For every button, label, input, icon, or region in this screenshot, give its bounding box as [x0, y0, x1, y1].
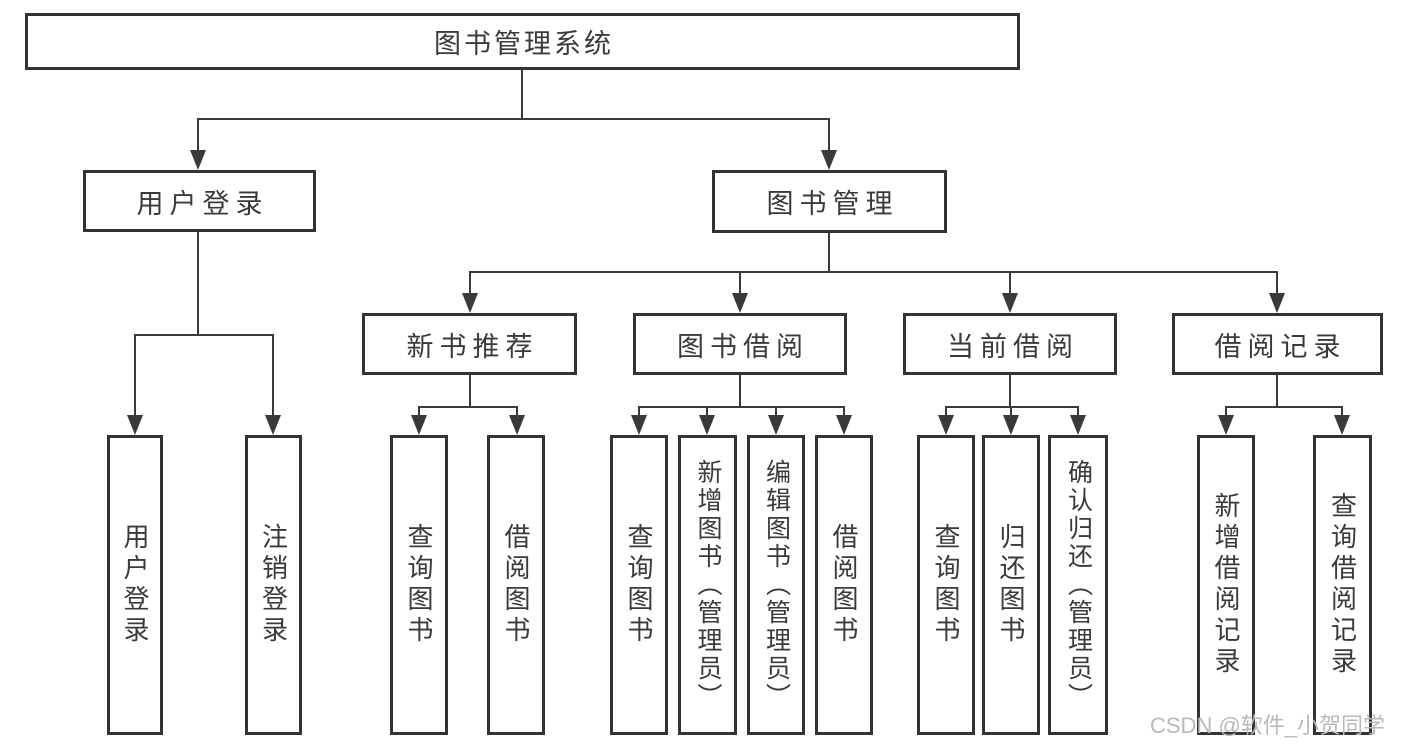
leaf-query-books-new: 查询图书 — [390, 435, 448, 735]
connector-line — [1341, 406, 1343, 417]
connector-line — [638, 406, 640, 417]
leaf-query-books-new-label: 查询图书 — [404, 523, 434, 647]
node-new-book-recommend-label: 新书推荐 — [406, 331, 539, 362]
arrow-down-icon — [1002, 293, 1018, 313]
leaf-query-books-current-label: 查询图书 — [931, 523, 961, 647]
connector-line — [706, 406, 708, 417]
connector-line — [134, 334, 274, 336]
connector-line — [1009, 271, 1011, 295]
leaf-edit-books-admin-label: 编辑图书（管理员） — [762, 459, 791, 711]
node-new-book-recommend: 新书推荐 — [362, 313, 577, 375]
connector-line — [469, 375, 471, 408]
connector-line — [197, 232, 199, 336]
arrow-down-icon — [1070, 415, 1086, 435]
connector-line — [739, 271, 741, 295]
connector-line — [418, 406, 518, 408]
connector-line — [516, 406, 518, 417]
arrow-down-icon — [732, 293, 748, 313]
leaf-confirm-return-admin-label: 确认归还（管理员） — [1064, 459, 1093, 711]
arrow-down-icon — [1269, 293, 1285, 313]
node-borrow-records: 借阅记录 — [1172, 313, 1383, 375]
node-current-borrow-label: 当前借阅 — [947, 331, 1079, 362]
node-book-borrow: 图书借阅 — [633, 313, 847, 375]
leaf-user-login-label: 用户登录 — [120, 523, 150, 647]
connector-line — [418, 406, 420, 417]
arrow-down-icon — [265, 415, 281, 435]
arrow-down-icon — [462, 293, 478, 313]
connector-line — [945, 406, 947, 417]
connector-line — [134, 334, 136, 417]
leaf-confirm-return-admin: 确认归还（管理员） — [1048, 435, 1108, 735]
node-book-borrow-label: 图书借阅 — [677, 331, 809, 362]
connector-line — [828, 233, 830, 273]
leaf-add-books-admin-label: 新增图书（管理员） — [694, 459, 722, 711]
leaf-borrow-books-new: 借阅图书 — [487, 435, 545, 735]
connector-line — [945, 406, 1079, 408]
leaf-query-books-borrow-label: 查询图书 — [624, 523, 654, 647]
node-book-management-label: 图书管理 — [766, 189, 899, 219]
connector-line — [828, 118, 830, 153]
connector-line — [469, 271, 1278, 273]
arrow-down-icon — [411, 415, 427, 435]
leaf-return-books: 归还图书 — [982, 435, 1040, 735]
arrow-down-icon — [1003, 415, 1019, 435]
connector-line — [1225, 406, 1227, 417]
leaf-user-login: 用户登录 — [107, 435, 163, 735]
leaf-query-borrow-record: 查询借阅记录 — [1313, 435, 1372, 735]
connector-line — [197, 118, 830, 120]
connector-line — [843, 406, 845, 417]
leaf-logout-label: 注销登录 — [258, 523, 289, 647]
arrow-down-icon — [509, 415, 525, 435]
connector-line — [469, 271, 471, 295]
connector-line — [1077, 406, 1079, 417]
leaf-borrow-books-label: 借阅图书 — [829, 523, 859, 647]
node-user-login-label: 用户登录 — [136, 188, 269, 219]
connector-line — [775, 406, 777, 417]
csdn-watermark: CSDN @软件_小贺同学 — [1150, 713, 1386, 738]
arrow-down-icon — [127, 415, 143, 435]
connector-line — [521, 69, 523, 119]
arrow-down-icon — [190, 150, 206, 170]
node-root-label: 图书管理系统 — [434, 29, 614, 59]
node-borrow-records-label: 借阅记录 — [1214, 331, 1347, 362]
leaf-query-books-current: 查询图书 — [917, 435, 975, 735]
leaf-return-books-label: 归还图书 — [996, 523, 1026, 647]
arrow-down-icon — [836, 415, 852, 435]
arrow-down-icon — [821, 150, 837, 170]
node-user-login: 用户登录 — [83, 170, 316, 232]
connector-line — [1010, 406, 1012, 417]
leaf-add-borrow-record-label: 新增借阅记录 — [1211, 492, 1241, 678]
arrow-down-icon — [631, 415, 647, 435]
arrow-down-icon — [1334, 415, 1350, 435]
node-current-borrow: 当前借阅 — [903, 313, 1117, 375]
arrow-down-icon — [938, 415, 954, 435]
leaf-query-borrow-record-label: 查询借阅记录 — [1327, 492, 1358, 678]
connector-line — [272, 334, 274, 417]
leaf-borrow-books-new-label: 借阅图书 — [501, 523, 531, 647]
arrow-down-icon — [699, 415, 715, 435]
connector-line — [1225, 406, 1343, 408]
leaf-edit-books-admin: 编辑图书（管理员） — [747, 435, 805, 735]
leaf-borrow-books: 借阅图书 — [815, 435, 873, 735]
node-root: 图书管理系统 — [25, 13, 1020, 70]
connector-line — [1276, 271, 1278, 295]
leaf-query-books-borrow: 查询图书 — [610, 435, 668, 735]
leaf-add-borrow-record: 新增借阅记录 — [1197, 435, 1255, 735]
connector-line — [739, 375, 741, 408]
arrow-down-icon — [768, 415, 784, 435]
leaf-logout: 注销登录 — [245, 435, 302, 735]
leaf-add-books-admin: 新增图书（管理员） — [678, 435, 737, 735]
connector-line — [1009, 375, 1011, 408]
node-book-management: 图书管理 — [712, 170, 947, 233]
connector-line — [1276, 375, 1278, 408]
connector-line — [197, 118, 199, 153]
connector-line — [638, 406, 845, 408]
arrow-down-icon — [1218, 415, 1234, 435]
